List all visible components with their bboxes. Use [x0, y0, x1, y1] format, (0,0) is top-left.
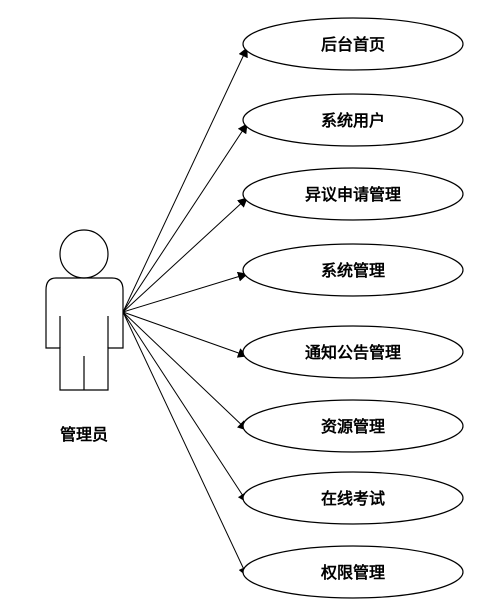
use-case-ellipse — [242, 325, 464, 379]
use-case-ellipse — [242, 243, 464, 297]
use-case-ellipse — [242, 545, 464, 599]
use-case-notice-management: 通知公告管理 — [242, 325, 464, 379]
use-case-objection-requests: 异议申请管理 — [242, 167, 464, 221]
use-case-ellipse — [242, 93, 464, 147]
actor-body — [45, 277, 124, 391]
use-case-label: 通知公告管理 — [305, 343, 401, 362]
association-arrow-system-management — [122, 271, 248, 313]
use-case-label: 异议申请管理 — [305, 185, 401, 204]
actor-figure — [45, 229, 124, 391]
use-case-ellipse — [242, 167, 464, 221]
connectors — [122, 47, 248, 577]
use-case-online-exam: 在线考试 — [242, 471, 464, 525]
use-case-system-users: 系统用户 — [242, 93, 464, 147]
association-arrow-permission-management — [122, 311, 248, 577]
use-case-label: 资源管理 — [321, 417, 385, 436]
association-arrow-system-users — [122, 123, 248, 313]
association-arrow-resource-management — [122, 311, 248, 431]
use-case-label: 后台首页 — [321, 35, 385, 54]
association-arrow-notice-management — [122, 311, 248, 358]
use-case-ellipse — [242, 471, 464, 525]
use-case-label: 系统管理 — [321, 261, 385, 280]
actor-head — [59, 229, 109, 279]
use-case-label: 权限管理 — [320, 563, 385, 582]
use-case-ellipse — [242, 17, 464, 71]
use-case-label: 系统用户 — [321, 111, 385, 130]
use-case-system-management: 系统管理 — [242, 243, 464, 297]
use-case-permission-management: 权限管理 — [242, 545, 464, 599]
use-case-resource-management: 资源管理 — [242, 399, 464, 453]
use-case-ellipse — [242, 399, 464, 453]
association-arrow-home — [122, 47, 248, 313]
use-case-label: 在线考试 — [321, 489, 385, 508]
use-case-home: 后台首页 — [242, 17, 464, 71]
association-arrow-online-exam — [122, 311, 248, 503]
actor-label: 管理员 — [60, 425, 108, 444]
association-arrow-objection-requests — [122, 197, 248, 313]
